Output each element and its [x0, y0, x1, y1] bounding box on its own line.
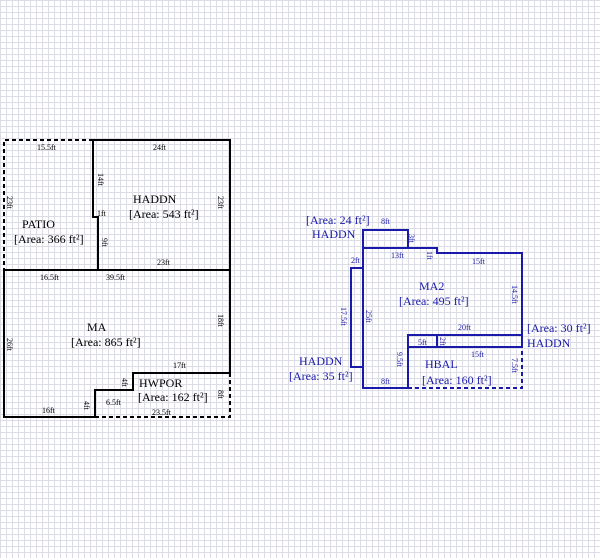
dim-label: 8ft: [381, 377, 391, 386]
room-area-ma: [Area: 865 ft²]: [71, 335, 141, 349]
room-area-patio: [Area: 366 ft²]: [14, 232, 84, 246]
left-floor-plan: [3, 139, 231, 418]
dim-label: 14ft: [96, 173, 105, 187]
dim-label: 26ft: [5, 338, 14, 352]
dim-label: 24ft: [153, 143, 167, 152]
room-name-hwpor: HWPOR: [139, 376, 182, 390]
room-area-haddn: [Area: 543 ft²]: [129, 207, 199, 221]
dim-label: 15ft: [471, 350, 485, 359]
haddn-wall: [4, 139, 231, 373]
dim-label: 25ft: [364, 310, 373, 324]
ma-wall: [3, 270, 230, 418]
haddn-24-wall: [362, 229, 409, 248]
room-area-hwpor: [Area: 162 ft²]: [138, 390, 208, 404]
dim-label: 6.5ft: [106, 398, 122, 407]
dim-label: 2ft: [351, 256, 361, 265]
room-name-ma: MA: [87, 320, 107, 334]
dim-label: 13ft: [391, 251, 405, 260]
room-name-hbal: HBAL: [425, 357, 458, 371]
room-area-hbal: [Area: 160 ft²]: [422, 373, 492, 387]
dim-label: 23ft: [216, 196, 225, 210]
haddn-30-wall: [408, 335, 522, 348]
hwpor-dashed-wall: [95, 373, 231, 418]
right-floor-plan: [350, 229, 523, 389]
dim-label: 15.5ft: [37, 143, 57, 152]
room-name-haddn-30: HADDN: [527, 336, 571, 350]
room-area-ma2: [Area: 495 ft²]: [399, 294, 469, 308]
dim-label: 8ft: [216, 390, 225, 400]
dim-label: 15ft: [472, 257, 486, 266]
room-name-ma2: MA2: [419, 279, 444, 293]
room-area-haddn-24: [Area: 24 ft²]: [306, 213, 370, 227]
dim-label: 9ft: [100, 238, 109, 248]
dim-label: 2ft: [438, 337, 447, 347]
room-area-haddn-35: [Area: 35 ft²]: [289, 369, 353, 383]
dim-label: 1ft: [97, 209, 107, 218]
room-name-haddn-35: HADDN: [299, 354, 343, 368]
dim-label: 20ft: [458, 323, 472, 332]
dim-label: 16.5ft: [40, 273, 60, 282]
dim-label: 4ft: [82, 401, 91, 411]
dim-label: 17.5ft: [339, 307, 348, 327]
dim-label: 16ft: [42, 406, 56, 415]
dim-label: 4ft: [120, 378, 129, 388]
dim-label: 14.5ft: [510, 285, 519, 305]
dim-label: 7.5ft: [510, 358, 519, 374]
hbal-dashed-wall: [408, 347, 523, 389]
room-name-haddn: HADDN: [133, 192, 177, 206]
haddn-35-wall: [350, 267, 363, 368]
dim-label: 23.5ft: [152, 408, 172, 417]
dim-label: 17ft: [173, 361, 187, 370]
patio-dashed-wall: [3, 139, 93, 270]
dim-label: 5ft: [418, 338, 428, 347]
room-area-haddn-30: [Area: 30 ft²]: [527, 321, 591, 335]
dim-label: 8ft: [381, 217, 391, 226]
dim-label: 3ft: [407, 234, 416, 244]
room-name-patio: PATIO: [22, 217, 55, 231]
dim-label: 39.5ft: [106, 273, 126, 282]
dim-label: 1ft: [425, 251, 434, 261]
dim-label: 18ft: [216, 314, 225, 328]
room-name-haddn-24: HADDN: [312, 227, 356, 241]
dim-label: 9.5ft: [395, 352, 404, 368]
dim-label: 23ft: [5, 196, 14, 210]
dim-label: 23ft: [157, 258, 171, 267]
